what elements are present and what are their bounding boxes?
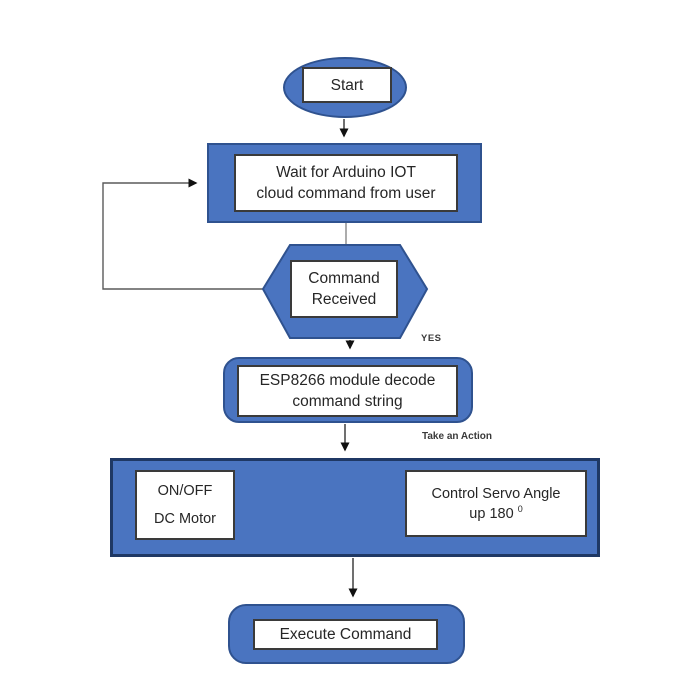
start-label: Start xyxy=(330,76,364,94)
decode-line-1: ESP8266 module decode xyxy=(259,372,436,389)
decode-line-2: command string xyxy=(292,393,403,410)
node-execute-label-box: Execute Command xyxy=(253,619,438,650)
node-wait-label-box: Wait for Arduino IOT cloud command from … xyxy=(234,154,458,212)
execute-label: Execute Command xyxy=(279,626,412,643)
edge-label-yes: YES xyxy=(421,333,442,344)
node-start-label-box: Start xyxy=(302,67,392,103)
command-received-line-2: Received xyxy=(311,291,377,308)
servo-line-1: Control Servo Angle xyxy=(431,485,561,502)
dc-motor-line-1: ON/OFF xyxy=(157,482,213,499)
node-command-received-label-box: Command Received xyxy=(290,260,398,318)
node-dc-motor-label-box: ON/OFF DC Motor xyxy=(135,470,235,540)
wait-line-1: Wait for Arduino IOT xyxy=(276,164,416,181)
dc-motor-line-2: DC Motor xyxy=(153,511,217,528)
servo-degree-superscript: 0 xyxy=(517,503,523,514)
servo-line-2: up 180 0 xyxy=(469,504,522,524)
node-decode-label-box: ESP8266 module decode command string xyxy=(237,365,458,417)
servo-line-2-text: up 180 xyxy=(469,505,514,522)
edge-label-take-action: Take an Action xyxy=(422,431,493,442)
wait-line-2: cloud command from user xyxy=(256,185,436,202)
connector-feedback-loop xyxy=(102,178,263,290)
node-servo-label-box: Control Servo Angle up 180 0 xyxy=(405,470,587,537)
command-received-line-1: Command xyxy=(308,270,380,287)
